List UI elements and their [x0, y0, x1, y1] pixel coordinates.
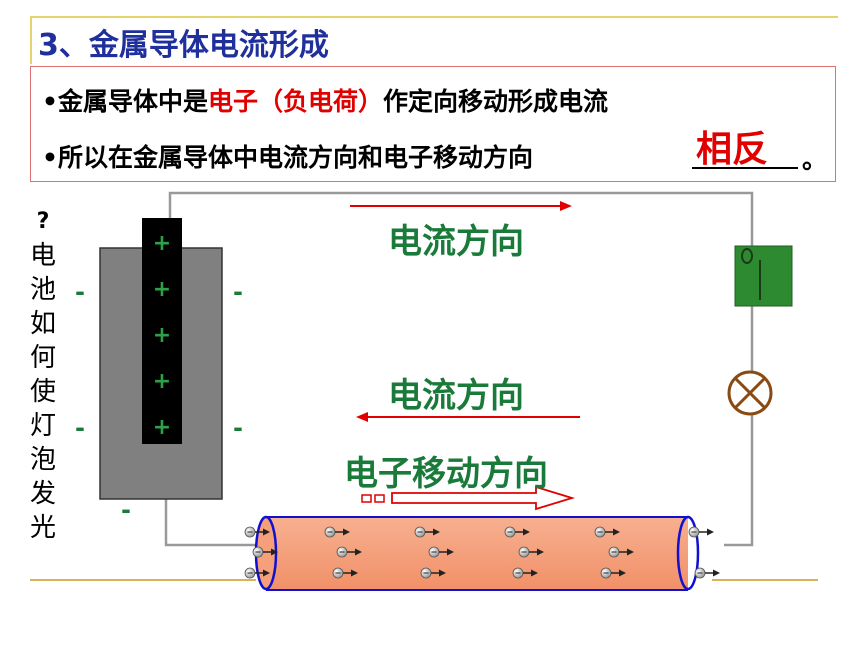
current-direction-label-top: 电流方向	[388, 222, 524, 262]
question-char: 灯	[29, 411, 56, 441]
question-char: 池	[29, 275, 56, 305]
electron-icon	[518, 546, 544, 558]
minus-sign: -	[75, 414, 85, 442]
info-box	[30, 66, 836, 182]
electron-icon	[504, 526, 530, 538]
question-char: 使	[29, 377, 56, 407]
page-title: 3、金属导体电流形成	[38, 28, 329, 63]
question-char: 如	[29, 309, 56, 339]
electron-icon	[694, 567, 720, 579]
conductor-body	[266, 517, 688, 590]
question-char: 泡	[29, 445, 56, 475]
current-direction-label-mid: 电流方向	[388, 376, 524, 416]
plus-sign: +	[153, 231, 171, 256]
period: 。	[802, 145, 828, 174]
electron-icon	[594, 526, 620, 538]
bullet: •	[42, 87, 58, 116]
electron-arrow	[361, 485, 576, 511]
electron-icon	[252, 546, 278, 558]
switch-pivot	[741, 248, 753, 264]
plus-sign: +	[153, 369, 171, 394]
electron-icon	[512, 567, 538, 579]
statement-line-1: •金属导体中是电子（负电荷）作定向移动形成电流	[42, 82, 608, 118]
plus-sign: +	[153, 415, 171, 440]
conductor-end-right	[676, 515, 700, 591]
battery-strip	[142, 218, 182, 444]
minus-sign: -	[233, 278, 243, 306]
minus-sign: -	[121, 496, 131, 524]
left-wire	[164, 499, 260, 547]
electron-icon	[428, 546, 454, 558]
current-arrow-mid	[356, 412, 580, 422]
electron-icon	[608, 546, 634, 558]
question-char: 光	[29, 513, 56, 543]
bullet: •	[42, 143, 58, 172]
current-arrow-top	[350, 201, 572, 211]
electron-icon	[336, 546, 362, 558]
electron-icon	[332, 567, 358, 579]
title-frame	[30, 16, 838, 64]
negative-charges: - - - - -	[75, 278, 243, 524]
statement-2-text: 所以在金属导体中电流方向和电子移动方向	[57, 143, 533, 172]
lamp-icon	[727, 370, 773, 416]
electron-icon	[324, 526, 350, 538]
plus-sign: +	[153, 277, 171, 302]
statement-1-highlight: 电子（负电荷）	[208, 87, 384, 116]
question-char: 电	[29, 241, 56, 271]
electron-icon	[414, 526, 440, 538]
electron-icon	[688, 526, 714, 538]
answer-blank	[692, 167, 798, 169]
statement-line-2: •所以在金属导体中电流方向和电子移动方向	[42, 138, 533, 174]
vertical-question: ? 电池如何使灯泡发光	[24, 205, 62, 545]
minus-sign: -	[233, 414, 243, 442]
electron-icon	[244, 567, 270, 579]
electrons	[244, 526, 720, 579]
electron-direction-label: 电子移动方向	[344, 454, 548, 494]
electron-icon	[244, 526, 270, 538]
positive-charges: + + + + +	[153, 231, 171, 440]
answer-text: 相反	[696, 129, 769, 170]
right-wire-lower	[724, 414, 754, 547]
question-char: ?	[36, 209, 50, 234]
plus-sign: +	[153, 323, 171, 348]
statement-1-prefix: 金属导体中是	[57, 87, 208, 116]
switch-icon	[734, 245, 793, 307]
electron-icon	[420, 567, 446, 579]
question-char: 何	[29, 343, 56, 373]
minus-sign: -	[75, 278, 85, 306]
electron-icon	[600, 567, 626, 579]
question-char: 发	[29, 479, 56, 509]
statement-1-suffix: 作定向移动形成电流	[383, 87, 609, 116]
